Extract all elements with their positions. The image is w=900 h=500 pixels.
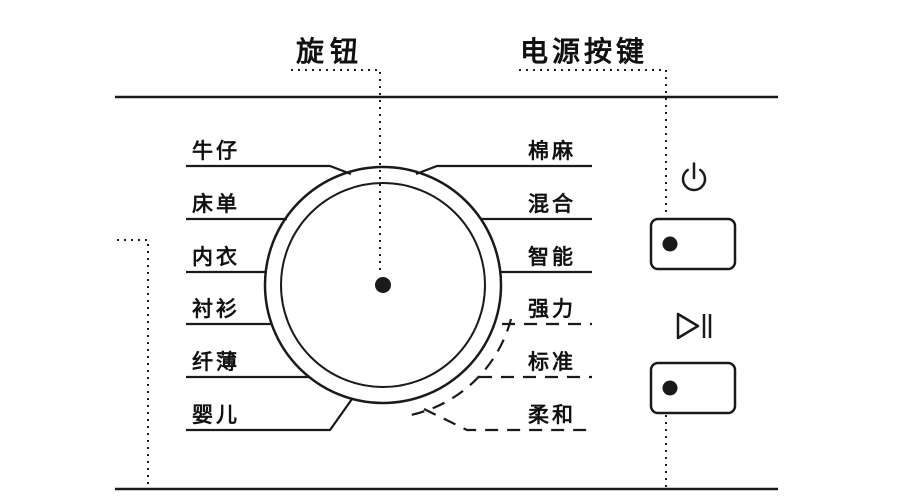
program-shirt: 衬衫 [192,298,240,321]
start-pause-button[interactable] [649,361,737,415]
start-pause-button-body [649,361,737,415]
program-baby: 婴儿 [192,404,240,427]
program-gentle: 柔和 [528,404,576,427]
power-callout-label: 电源按键 [520,36,649,67]
power-callout-dotted-line [519,69,667,216]
program-underwear: 内衣 [192,246,240,269]
play-pause-icon [676,312,712,340]
connector-cotton-linen [415,164,592,176]
program-denim: 牛仔 [192,140,240,163]
knob-pointer-dot [375,277,391,293]
program-mix: 混合 [528,193,576,216]
program-cotton-linen: 棉麻 [528,140,576,163]
knob-inner-ring [280,182,486,388]
start-pause-button-dot [662,380,678,396]
power-button-body [649,217,737,271]
power-icon [681,162,707,192]
program-standard: 标准 [528,351,576,374]
play-triangle [676,312,700,340]
program-smart: 智能 [528,246,576,269]
left-guide-dotted-line [117,239,149,489]
knob-callout-dotted-line [291,69,381,273]
knob-range-dashed-arc [405,318,513,418]
knob-callout-label: 旋钮 [296,36,365,67]
power-icon-arc [681,168,707,192]
rotary-knob[interactable] [263,165,503,405]
connector-gentle-dashed [423,408,592,432]
program-thin: 纤薄 [192,351,240,374]
power-button[interactable] [649,217,737,271]
connector-denim [186,164,352,176]
knob-outer-ring [263,165,503,405]
power-button-dot [662,236,678,252]
program-bedsheet: 床单 [192,193,240,216]
connector-baby [186,398,353,432]
program-strong: 强力 [528,298,576,321]
